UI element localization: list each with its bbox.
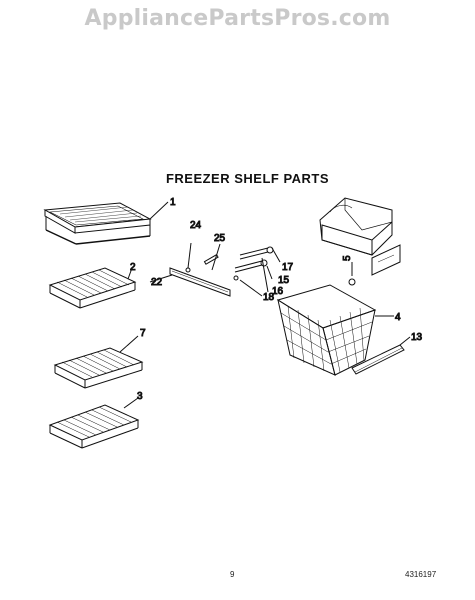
page-title: FREEZER SHELF PARTS: [165, 171, 330, 186]
callout-16: 16: [272, 286, 284, 297]
callout-3: 3: [137, 391, 143, 402]
basket-part-4: [276, 284, 394, 376]
callout-15: 15: [278, 275, 290, 286]
slide-rail-part-22: [149, 242, 231, 297]
rail-part-13: [351, 336, 411, 375]
callout-4: 4: [395, 312, 401, 323]
callout-13: 13: [411, 332, 423, 343]
shelf-part-1: [43, 201, 169, 245]
callout-5: 5: [342, 255, 353, 261]
callout-22: 22: [151, 277, 163, 288]
callout-25: 25: [214, 233, 226, 244]
bin-part-5: [319, 197, 401, 286]
shelf-part-3: [48, 397, 140, 449]
shelf-part-7: [53, 335, 144, 389]
callout-7: 7: [140, 328, 146, 339]
callout-18: 18: [263, 292, 275, 303]
callout-17: 17: [282, 262, 294, 273]
screw-parts: [233, 246, 281, 297]
shelf-part-2: [48, 267, 137, 309]
document-number: 4316197: [405, 570, 437, 579]
callout-2: 2: [130, 262, 136, 273]
callout-24: 24: [190, 220, 202, 231]
watermark: AppliancePartsPros.com: [84, 6, 391, 31]
page-number: 9: [230, 570, 235, 579]
callout-1: 1: [170, 197, 176, 208]
